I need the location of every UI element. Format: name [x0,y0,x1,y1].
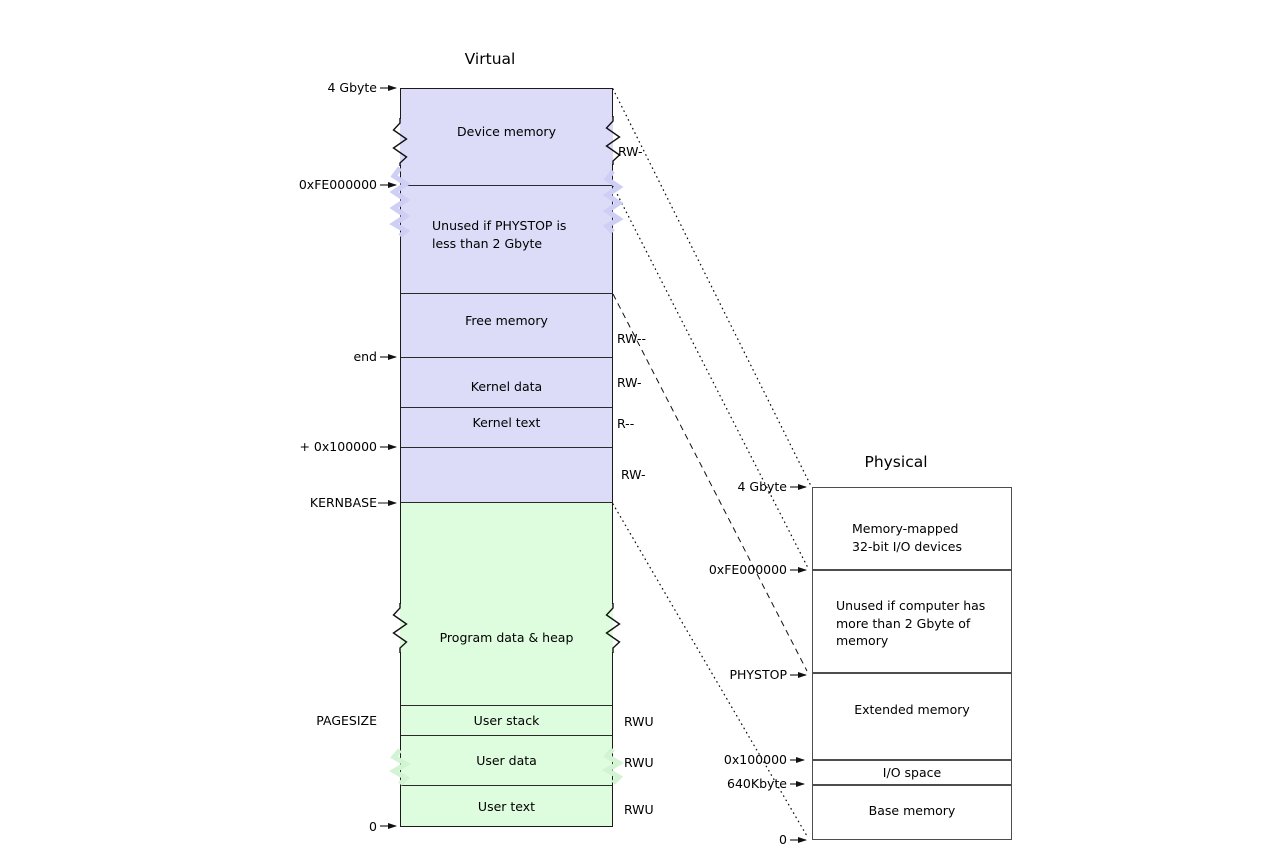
physical-label-4gbyte: 4 Gbyte [737,479,787,494]
virtual-label-0xfe000000: 0xFE000000 [298,177,377,192]
segment-user-data: User data [476,753,537,768]
segment-unused-physical-line2: more than 2 Gbyte of [836,615,971,631]
boundary-user-data-top [401,735,612,737]
segment-mmio: Memory-mapped 32-bit I/O devices [852,520,962,555]
segment-unused-physical-line1: Unused if computer has [836,598,986,613]
segment-unused-virtual: Unused if PHYSTOP is less than 2 Gbyte [432,217,566,252]
boundary-phys-0xfe000000 [813,569,1011,571]
kernel-space-region [401,89,612,503]
physical-label-zero: 0 [779,832,787,847]
physical-label-640kbyte: 640Kbyte [727,776,787,791]
segment-unused-physical: Unused if computer has more than 2 Gbyte… [836,597,985,650]
virtual-title: Virtual [464,50,516,68]
segment-unused-physical-line3: memory [836,633,889,648]
virtual-label-kernbase: KERNBASE [309,495,377,510]
boundary-640kbyte [813,784,1011,786]
boundary-kernbase [401,502,612,504]
boundary-0xfe000000 [401,185,612,187]
segment-kernel-data: Kernel data [470,379,543,394]
virtual-memory-box [400,88,613,827]
physical-label-arrows [790,484,807,843]
segment-user-stack: User stack [473,713,540,728]
segment-mmio-line2: 32-bit I/O devices [852,538,962,554]
virtual-label-end: end [353,349,377,364]
boundary-phystop [813,672,1011,674]
segment-kernel-text: Kernel text [472,415,541,430]
segment-io-space: I/O space [882,765,942,780]
physical-label-phystop: PHYSTOP [729,667,787,682]
segment-extended-memory: Extended memory [854,702,970,717]
segment-unused-virtual-line2: less than 2 Gbyte [432,235,543,251]
segment-program-data-heap: Program data & heap [439,630,574,645]
boundary-end [401,357,612,359]
virtual-label-zero: 0 [369,819,377,834]
segment-unused-virtual-line1: Unused if PHYSTOP is [432,218,567,233]
physical-label-0xfe000000: 0xFE000000 [708,562,787,577]
segment-user-text: User text [477,799,536,814]
virtual-label-arrows [378,85,397,829]
physical-memory-box [812,487,1012,840]
physical-label-0x100000: 0x100000 [723,752,787,767]
perm-kernel-data: RW- [617,375,642,390]
physical-title: Physical [864,453,928,471]
segment-base-memory: Base memory [868,803,956,818]
user-space-region [401,503,612,826]
perm-free-memory: RW-- [617,331,647,346]
boundary-phys-0x100000 [813,759,1011,761]
perm-kernel-text: R-- [617,416,635,431]
boundary-kernel-text-top [401,407,612,409]
segment-mmio-line1: Memory-mapped [852,521,959,536]
segment-free-memory: Free memory [465,313,548,328]
boundary-plus-0x100000 [401,447,612,449]
virtual-label-4gbyte: 4 Gbyte [327,80,377,95]
perm-user-text: RWU [624,802,654,817]
perm-user-stack: RWU [624,714,654,729]
boundary-user-text-top [401,785,612,787]
boundary-free-memory-top [401,293,612,295]
perm-device-memory: RW- [618,144,643,159]
boundary-user-stack-top [401,705,612,707]
segment-device-memory: Device memory [457,124,556,139]
virtual-label-pagesize: PAGESIZE [316,713,377,728]
virtual-label-0x100000: + 0x100000 [299,439,377,454]
